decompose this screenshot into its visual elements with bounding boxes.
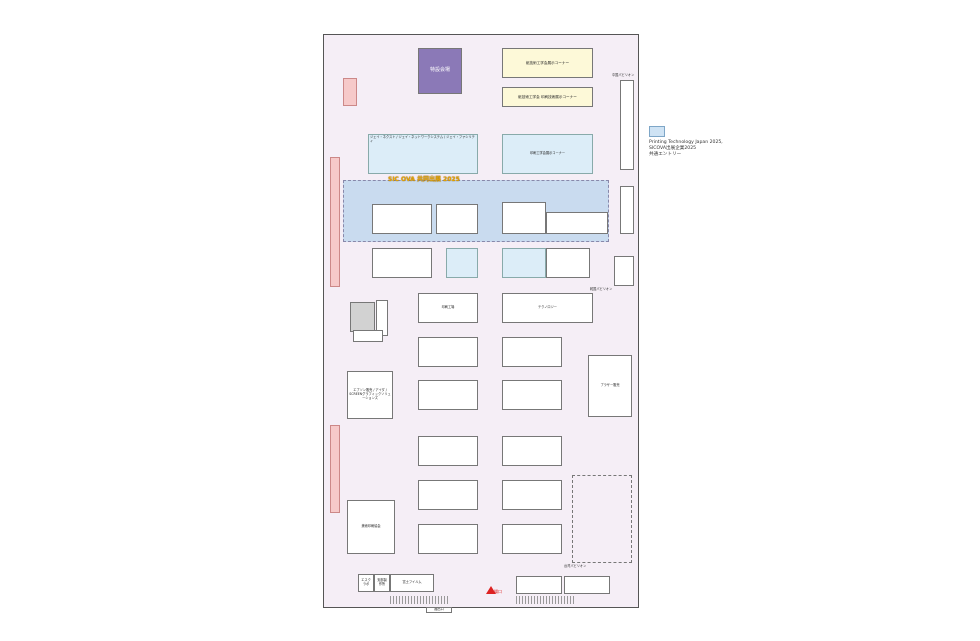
booth-center-1[interactable] <box>418 337 478 367</box>
legend-swatch <box>649 126 665 137</box>
booth-left-pink-lower[interactable] <box>330 425 340 513</box>
sicova-banner: SIC OVA 共同出展 2025 <box>388 176 460 183</box>
booth-label: テクノロジー <box>538 305 557 310</box>
booth-label: ブラザー販売 <box>600 383 620 388</box>
booth-bottom-4[interactable] <box>516 576 562 594</box>
booth-left-pink-top[interactable] <box>343 78 357 106</box>
booth-top-yellow-2[interactable]: 紙技術工学会 印刷技術展示コーナー <box>502 87 593 107</box>
booth-label: 富士フイルム <box>402 580 422 585</box>
booth-label: 安部製作所 <box>377 578 387 586</box>
entrance-arrow-icon <box>486 586 496 594</box>
booth-low-4[interactable] <box>502 480 562 510</box>
booth-right-column-1[interactable] <box>620 80 634 170</box>
booth-right-column-2[interactable] <box>620 186 634 234</box>
booth-center-2[interactable] <box>502 337 562 367</box>
booth-bottom-2[interactable]: 安部製作所 <box>374 574 390 592</box>
booth-band-a[interactable] <box>372 204 432 234</box>
booth-left-low[interactable]: 美術印刷協会 <box>347 500 395 554</box>
booth-r1-a[interactable] <box>372 248 432 278</box>
booth-low-1[interactable] <box>418 436 478 466</box>
legend-line: 共通エントリー <box>649 152 682 158</box>
booth-left-cluster-2[interactable] <box>353 330 383 342</box>
booth-center-4[interactable] <box>502 380 562 410</box>
booth-low-6[interactable] <box>502 524 562 554</box>
booth-label: 印刷工場 <box>441 305 455 310</box>
booth-seminar-blue[interactable]: 印刷工学会展示コーナー <box>502 134 593 174</box>
booth-toshiba[interactable]: テクノロジー <box>502 293 593 323</box>
booth-low-2[interactable] <box>502 436 562 466</box>
booth-low-3[interactable] <box>418 480 478 510</box>
booth-label: エプソン販売 / アイダ / SCREENグラフィックソリューションズ <box>349 388 391 400</box>
booth-r1-b[interactable] <box>446 248 478 278</box>
booth-left-pink-column[interactable] <box>330 157 340 287</box>
booth-grey-left[interactable] <box>350 302 375 332</box>
stripe-right <box>516 596 576 604</box>
booth-bottom-1[interactable]: エスクラボ <box>358 574 374 592</box>
booth-label: 紙技術工学会 印刷技術展示コーナー <box>518 94 577 99</box>
booth-dashed-cluster[interactable] <box>572 475 632 563</box>
korea-pavilion-label: 韓国パビリオン <box>590 287 613 291</box>
booth-top-yellow-1[interactable]: 紙技術工学会展示コーナー <box>502 48 593 78</box>
booth-right-column-3[interactable] <box>614 256 634 286</box>
booth-packaging[interactable]: 印刷工場 <box>418 293 478 323</box>
booth-label: 紙技術工学会展示コーナー <box>525 60 570 65</box>
booth-label: 特設会場 <box>429 67 450 74</box>
gate-label: 搬出口 <box>434 607 444 612</box>
booth-left-mid[interactable]: エプソン販売 / アイダ / SCREENグラフィックソリューションズ <box>347 371 393 419</box>
booth-right-big[interactable]: ブラザー販売 <box>588 355 632 417</box>
booth-label: エスクラボ <box>361 578 371 586</box>
pavilion-label: 中国パビリオン <box>612 73 635 77</box>
booth-r1-c[interactable] <box>502 248 546 278</box>
booth-bottom-5[interactable] <box>564 576 610 594</box>
booth-label: 印刷工学会展示コーナー <box>529 151 566 156</box>
taiwan-pavilion-label: 台湾パビリオン <box>564 564 587 568</box>
booth-r1-d[interactable] <box>546 248 590 278</box>
booth-low-5[interactable] <box>418 524 478 554</box>
booth-bottom-3[interactable]: 富士フイルム <box>390 574 434 592</box>
legend-text: Printing Technology Japan 2025, SICOVA出展… <box>649 140 779 159</box>
entrance-label: 入場口 <box>490 589 502 594</box>
booth-label: ジェイ・ネクスト / ジェイ・ネットワークシステム / ジェイ・ファシリティ <box>370 135 475 143</box>
booth-blue-left[interactable]: ジェイ・ネクスト / ジェイ・ネットワークシステム / ジェイ・ファシリティ <box>368 134 478 174</box>
booth-center-3[interactable] <box>418 380 478 410</box>
booth-band-b[interactable] <box>436 204 478 234</box>
booth-main-hall[interactable]: 特設会場 <box>418 48 462 94</box>
booth-band-c[interactable] <box>502 202 546 234</box>
legend-line: SICOVA出展企業2025 <box>649 146 697 152</box>
stripe-left <box>390 596 450 604</box>
legend-line: Printing Technology Japan 2025, <box>649 140 723 145</box>
booth-band-d[interactable] <box>546 212 608 234</box>
booth-label: 美術印刷協会 <box>361 524 381 529</box>
gate[interactable]: 搬出口 <box>426 607 452 613</box>
